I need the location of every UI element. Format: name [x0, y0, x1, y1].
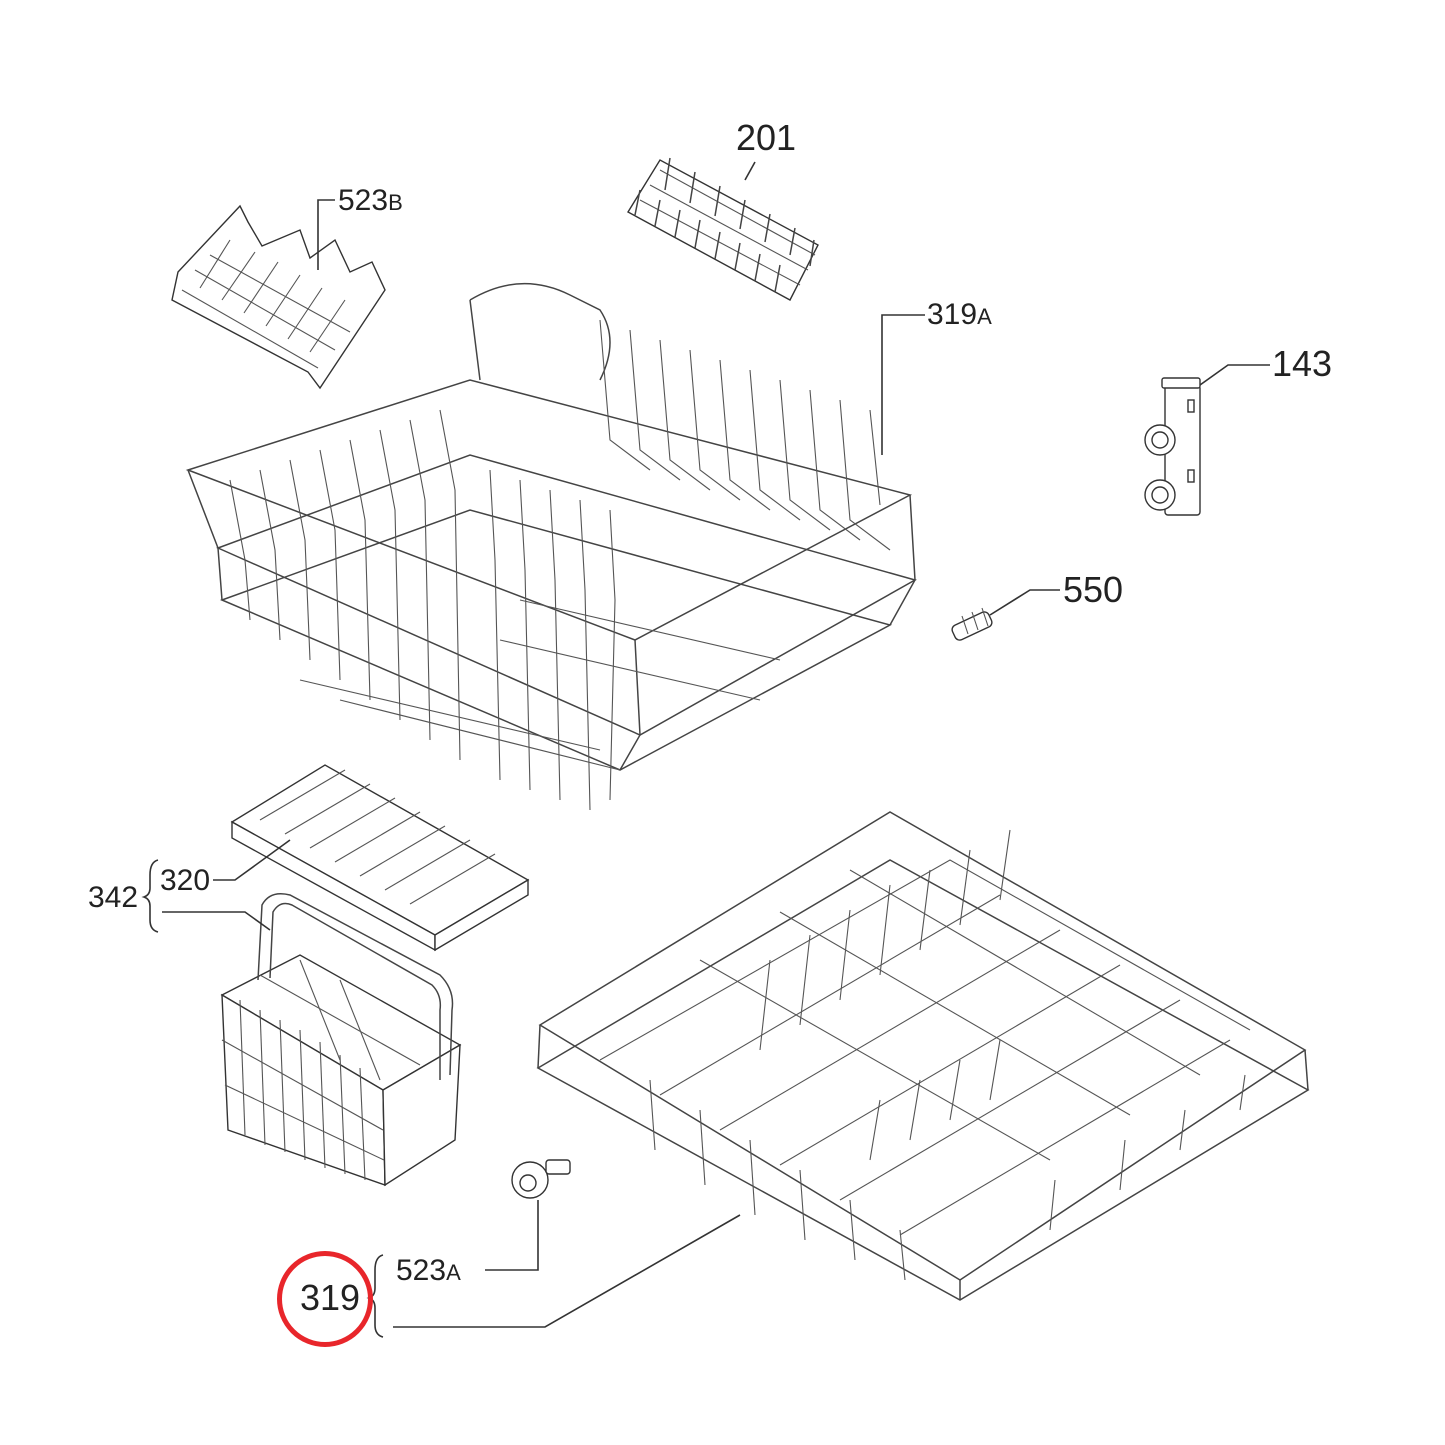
lower-basket-319-drawing: [536, 811, 1310, 1301]
tine-insert-201-drawing: [627, 157, 819, 301]
part-label-523a[interactable]: 523A: [396, 1256, 461, 1286]
tine-rack-523b-drawing: [171, 204, 386, 390]
part-number: 550: [1063, 569, 1124, 610]
part-label-143[interactable]: 143: [1272, 346, 1332, 382]
part-label-320[interactable]: 320: [160, 866, 210, 896]
cutlery-basket-342-drawing: [220, 893, 462, 1187]
part-number: 342: [88, 881, 139, 914]
part-label-319a[interactable]: 319A: [927, 300, 992, 330]
part-number: 143: [1272, 343, 1333, 384]
part-label-342[interactable]: 342: [88, 883, 138, 913]
part-number: 320: [160, 864, 211, 897]
part-number: 319: [927, 298, 978, 331]
highlight-circle-319: [277, 1251, 373, 1347]
part-label-523b[interactable]: 523B: [338, 186, 403, 216]
part-number: 523: [338, 184, 389, 217]
part-number: 201: [736, 117, 797, 158]
part-suffix: B: [388, 190, 403, 215]
part-label-201[interactable]: 201: [736, 120, 796, 156]
axle-pin-550-drawing: [951, 607, 993, 641]
upper-basket-319a-drawing: [185, 282, 917, 811]
part-suffix: A: [977, 304, 992, 329]
part-suffix: A: [446, 1260, 461, 1285]
wheel-523a-drawing: [511, 1159, 571, 1199]
part-number: 523: [396, 1254, 447, 1287]
wheel-carrier-143-drawing: [1144, 377, 1201, 516]
cutlery-lid-320-drawing: [230, 764, 530, 952]
part-label-550[interactable]: 550: [1063, 572, 1123, 608]
